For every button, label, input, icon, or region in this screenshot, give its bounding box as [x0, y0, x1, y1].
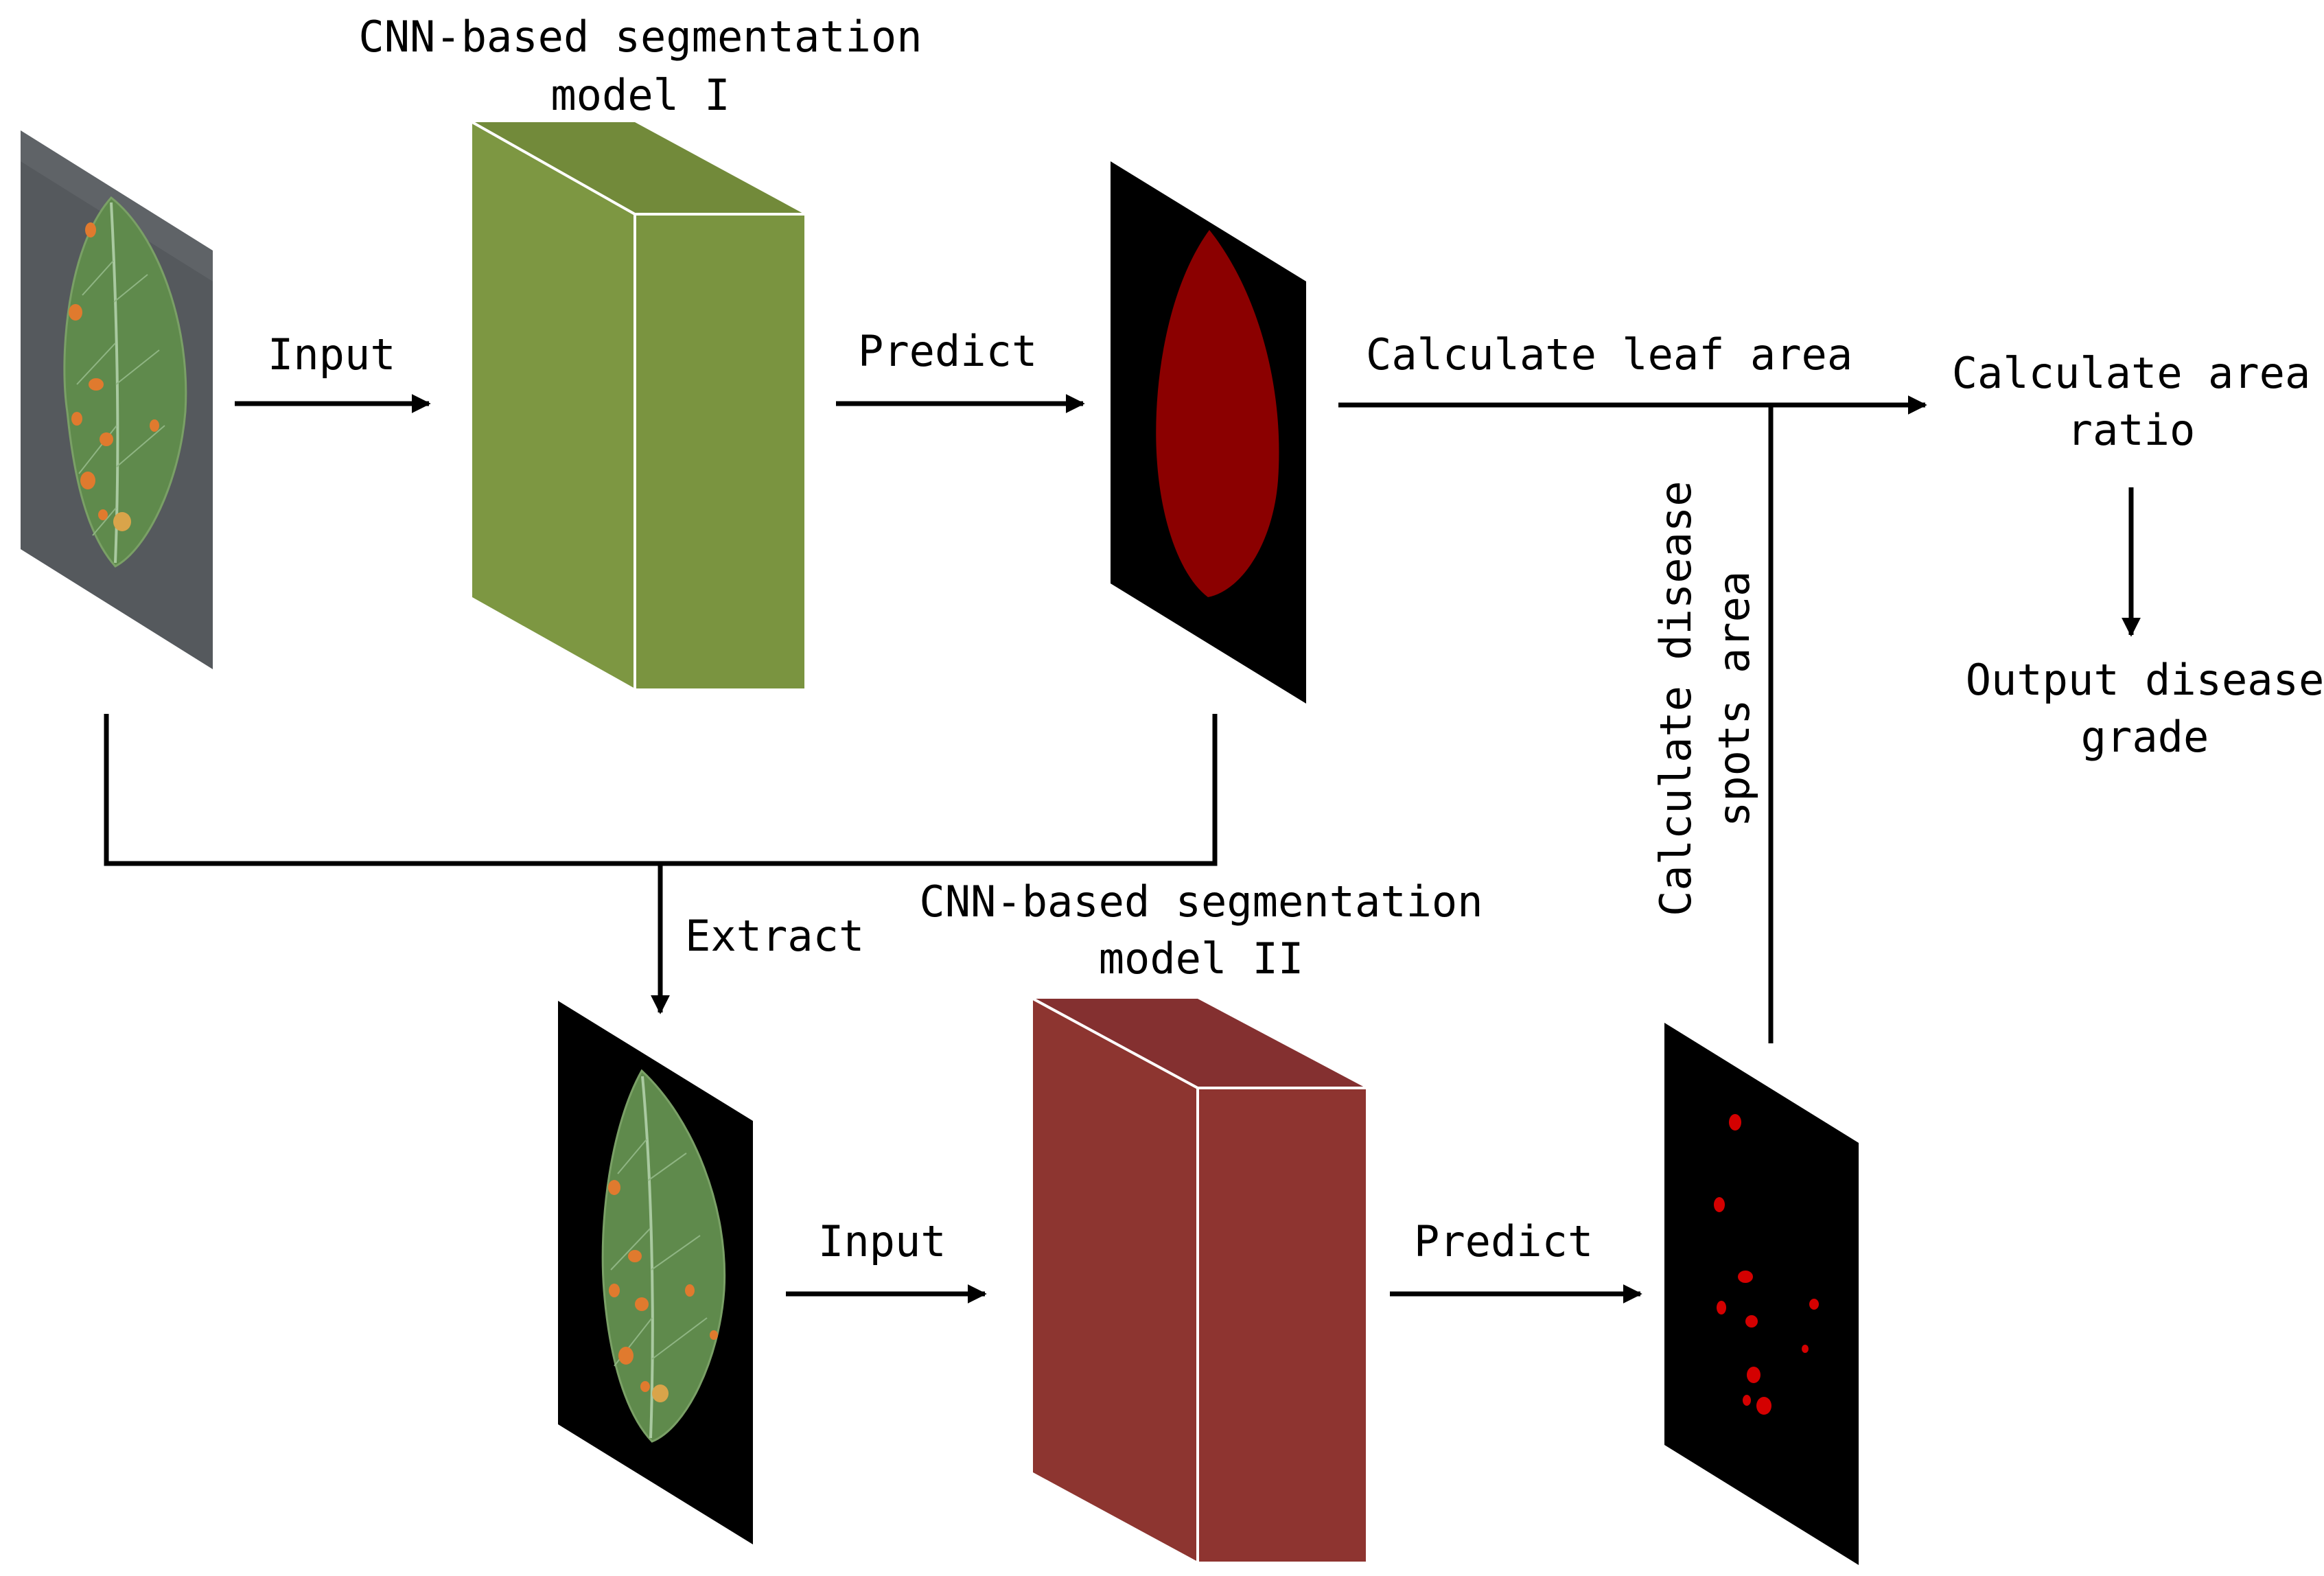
- label-calc-area-ratio-1: Calculate area: [1952, 348, 2311, 398]
- label-predict-bottom: Predict: [1414, 1216, 1593, 1266]
- extracted-leaf-midrib: [641, 1076, 654, 1439]
- extracted-leaf-veins: [610, 1139, 708, 1367]
- model-2-side-face: [1033, 999, 1198, 1562]
- model-2-box: [1032, 997, 1366, 1562]
- lesion-spots: [69, 222, 159, 531]
- extracted-leaf-panel: [558, 1001, 753, 1544]
- spot-marks: [1714, 1114, 1819, 1415]
- label-input-bottom: Input: [818, 1216, 946, 1266]
- extract-connector: [104, 714, 1218, 866]
- label-input-top: Input: [268, 329, 396, 380]
- model-2-title-line2: model II: [1099, 934, 1304, 984]
- leaf-veins: [76, 260, 165, 536]
- model-1-top-face: [472, 122, 804, 214]
- model-2-front-face: [1198, 1088, 1366, 1562]
- extracted-leaf-shape: [601, 1069, 726, 1443]
- model-1-box: [472, 121, 804, 688]
- model-1-front-face: [635, 214, 804, 688]
- label-output-1: Output disease: [1966, 655, 2324, 705]
- leaf-shape: [63, 196, 187, 568]
- extracted-lesion-spots: [608, 1180, 718, 1402]
- leaf-mask-panel: [1111, 161, 1306, 704]
- label-calc-area-ratio-2: ratio: [2067, 405, 2196, 455]
- model-2-top-face: [1033, 999, 1366, 1088]
- model-1-side-face: [472, 122, 635, 688]
- label-extract: Extract: [685, 911, 864, 961]
- leaf-mask: [1156, 230, 1279, 597]
- label-calc-spots-2: spots area: [1709, 571, 1759, 827]
- label-output-2: grade: [2081, 712, 2209, 762]
- input-leaf-photo: [21, 130, 213, 669]
- label-calc-leaf-area: Calculate leaf area: [1366, 329, 1852, 380]
- model-2-title-line1: CNN-based segmentation: [919, 877, 1483, 927]
- model-1-title-line2: model I: [550, 70, 730, 120]
- spots-mask-panel: [1664, 1023, 1859, 1565]
- spots-background: [1664, 1023, 1859, 1565]
- label-calc-spots-1: Calculate disease: [1651, 480, 1701, 916]
- model-1-title-line1: CNN-based segmentation: [358, 12, 922, 62]
- leaf-midrib: [110, 202, 119, 564]
- label-predict-top: Predict: [858, 326, 1037, 376]
